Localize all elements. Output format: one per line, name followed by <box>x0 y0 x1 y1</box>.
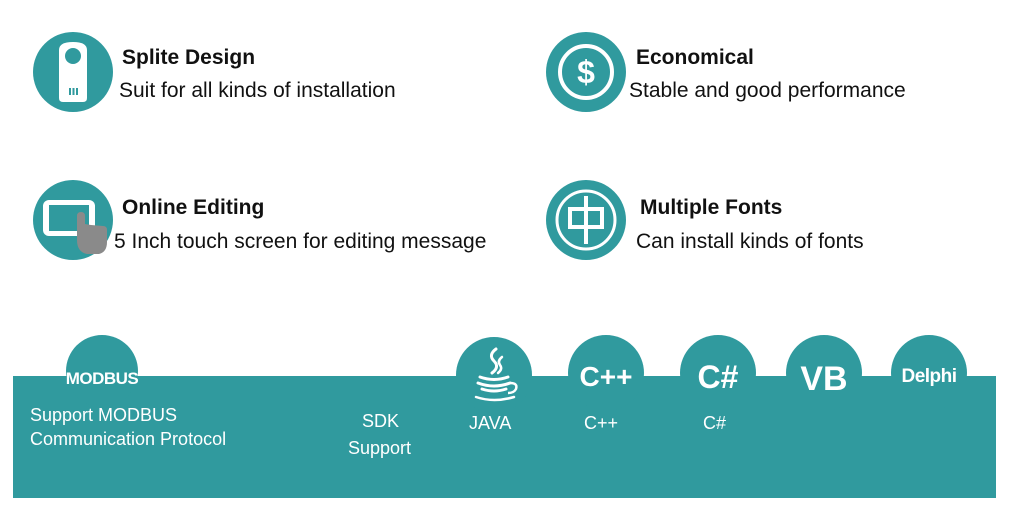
feature-description: 5 Inch touch screen for editing message <box>114 230 487 253</box>
feature-title: Economical <box>636 46 754 69</box>
delphi-badge-label: Delphi <box>901 366 957 387</box>
dollar-icon: $ <box>546 32 626 112</box>
vb-badge-label: VB <box>800 359 848 398</box>
java-cup-icon <box>474 347 518 402</box>
cpp-label: C++ <box>584 413 619 433</box>
chinese-char-icon <box>546 180 626 260</box>
modbus-support-line-1: Support MODBUS <box>30 405 178 425</box>
java-label: JAVA <box>469 413 512 433</box>
vb-badge: VB <box>786 335 862 411</box>
java-badge <box>456 337 532 413</box>
cpp-badge: C++ <box>568 335 644 411</box>
feature-description: Can install kinds of fonts <box>636 230 864 253</box>
touch-screen-icon <box>33 180 113 260</box>
modbus-support-line-2: Communication Protocol <box>30 429 227 449</box>
key-tag-icon <box>33 32 113 112</box>
feature-description: Stable and good performance <box>629 79 906 102</box>
cpp-badge-label: C++ <box>579 361 633 392</box>
csharp-badge: C# <box>680 335 756 411</box>
modbus-badge: MODBUS <box>65 335 139 407</box>
delphi-badge: Delphi <box>891 335 967 411</box>
modbus-badge-label: MODBUS <box>65 369 139 388</box>
feature-title: Splite Design <box>122 46 256 69</box>
svg-text:$: $ <box>577 54 595 90</box>
sdk-line-2: Support <box>348 438 412 458</box>
feature-title: Multiple Fonts <box>640 196 783 219</box>
csharp-label: C# <box>703 413 727 433</box>
feature-title: Online Editing <box>122 196 265 219</box>
csharp-badge-label: C# <box>697 358 739 395</box>
sdk-line-1: SDK <box>362 411 400 431</box>
feature-description: Suit for all kinds of installation <box>119 79 396 102</box>
